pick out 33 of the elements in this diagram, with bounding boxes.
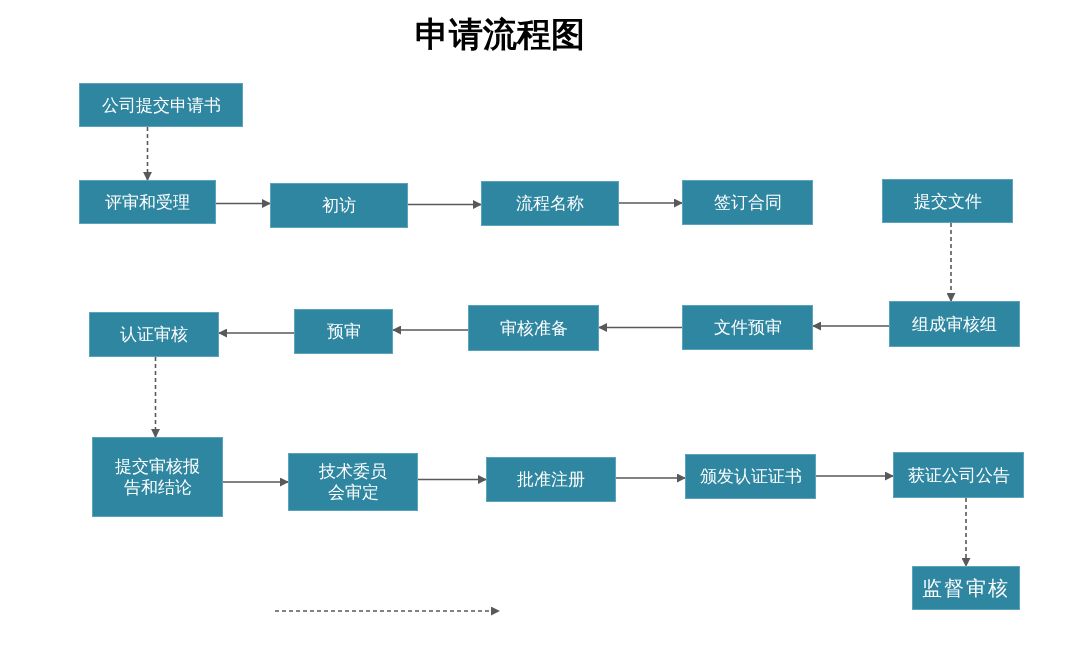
arrow [812, 321, 890, 331]
arrow [946, 222, 956, 302]
arrow [218, 328, 295, 338]
arrow [143, 126, 152, 181]
process-box: 获证公司公告 [893, 452, 1024, 498]
arrow [222, 477, 289, 487]
arrow [215, 199, 271, 208]
process-box: 监督审核 [912, 566, 1020, 610]
arrow [598, 323, 683, 332]
process-box: 签订合同 [682, 180, 813, 225]
arrow [615, 473, 686, 483]
process-box: 提交审核报告和结论 [92, 437, 223, 517]
process-box: 流程名称 [481, 181, 619, 226]
process-box: 文件预审 [682, 305, 813, 350]
process-box: 颁发认证证书 [685, 454, 816, 499]
arrow [618, 198, 683, 208]
arrow [815, 471, 894, 481]
process-box: 审核准备 [468, 305, 599, 351]
process-box: 组成审核组 [889, 301, 1020, 347]
process-box: 初访 [270, 183, 408, 228]
process-box: 技术委员会审定 [288, 453, 418, 511]
process-box: 认证审核 [89, 312, 219, 357]
process-box: 批准注册 [486, 457, 616, 502]
arrow [151, 356, 160, 438]
arrow [392, 325, 469, 335]
process-box: 预审 [294, 309, 393, 354]
arrow [407, 200, 482, 209]
process-box: 提交文件 [882, 179, 1013, 223]
arrow [961, 497, 971, 567]
arrow [417, 475, 487, 484]
diagram-title: 申请流程图 [414, 13, 586, 56]
process-box: 评审和受理 [79, 180, 216, 224]
process-box: 公司提交申请书 [79, 83, 243, 127]
